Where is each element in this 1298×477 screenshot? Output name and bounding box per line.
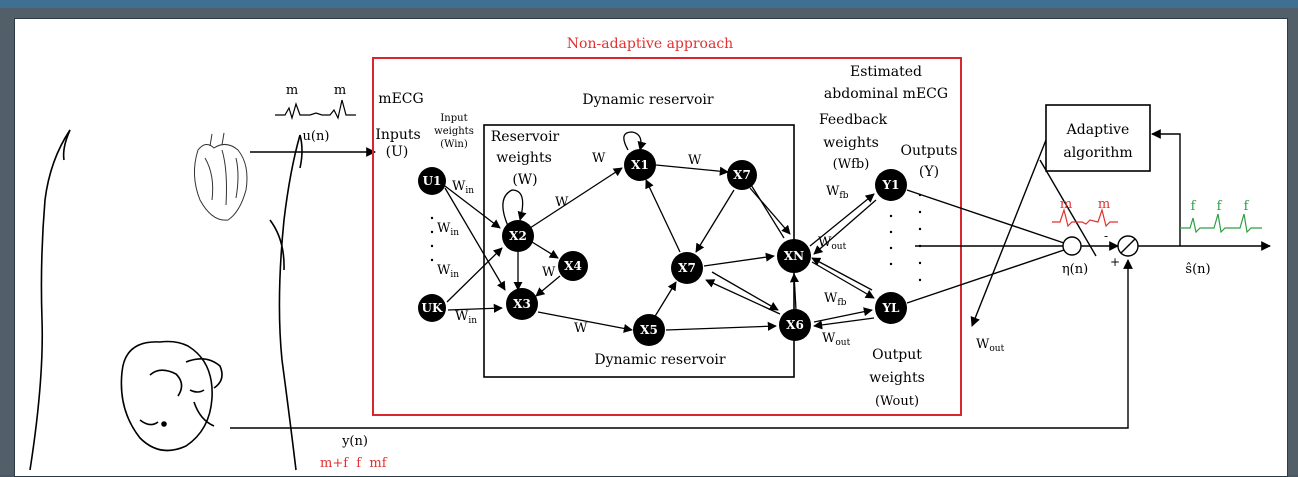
svg-text:X1: X1: [631, 158, 649, 172]
wout-label-2: Wout: [822, 331, 851, 348]
node-x7-mid: X7: [671, 252, 703, 284]
node-xn: XN: [777, 239, 811, 273]
node-y1: Y1: [875, 169, 907, 201]
adaptive-algorithm-box: [1045, 104, 1151, 172]
node-x6: X6: [779, 309, 811, 341]
outputs-label-1: Outputs: [901, 143, 958, 159]
svg-text:X7: X7: [733, 168, 751, 182]
body-silhouette: [29, 129, 303, 471]
wout-label-1: Wout: [818, 235, 847, 252]
node-x4: X4: [558, 251, 588, 281]
node-uk: UK: [418, 294, 446, 322]
reservoir-weights-label-1: Reservoir: [491, 129, 560, 145]
dynamic-reservoir-title-bottom: Dynamic reservoir: [594, 352, 725, 368]
output-weights-label-2: weights: [869, 370, 925, 386]
adaptive-label-2: algorithm: [1063, 145, 1132, 161]
input-weights-label-1: Input: [440, 113, 467, 124]
input-weights-label-2: weights: [434, 126, 474, 137]
feedback-label-1: Feedback: [819, 112, 888, 128]
svg-text:XN: XN: [784, 249, 804, 263]
s-signal: f f f ŝ(n): [1180, 199, 1262, 277]
eta-peak-1: m: [1060, 197, 1072, 212]
node-yl: YL: [875, 292, 907, 324]
node-x5: X5: [633, 314, 665, 346]
network-nodes: U1 UK X2 X3 X4 X1 X7 X7 X5 XN X6 Y1 YL: [418, 149, 907, 346]
win-label-3: Win: [437, 263, 459, 280]
svg-text:YL: YL: [881, 301, 900, 315]
eta-peak-2: m: [1098, 197, 1110, 212]
heart-icon: [194, 132, 248, 221]
minus-sign: -: [1104, 229, 1108, 243]
subtractor-node: [1117, 235, 1139, 257]
svg-text:Y1: Y1: [882, 178, 900, 192]
summer-node: [1062, 236, 1082, 256]
reservoir-weights-label-3: (W): [512, 172, 537, 188]
node-x7-top: X7: [727, 160, 757, 190]
ellipsis-dots: [430, 193, 922, 282]
adaptive-label-1: Adaptive: [1066, 122, 1130, 138]
non-adaptive-box: [372, 57, 962, 416]
s-peak-2: f: [1217, 199, 1223, 214]
estimated-label-1: Estimated: [850, 64, 922, 80]
w-label-4: W: [542, 265, 556, 280]
inputs-label-1: Inputs: [375, 127, 420, 143]
svg-text:X4: X4: [564, 259, 582, 273]
svg-text:X5: X5: [640, 323, 658, 337]
dynamic-reservoir-title-top: Dynamic reservoir: [582, 92, 713, 108]
node-x3: X3: [506, 288, 538, 320]
node-u1: U1: [418, 167, 446, 195]
s-label: ŝ(n): [1185, 262, 1210, 277]
w-label-5: W: [574, 321, 588, 336]
mecg-label: mECG: [378, 91, 423, 107]
fetus-icon: [120, 340, 223, 452]
input-weights-label-3: (Win): [440, 139, 468, 150]
win-label-1: Win: [452, 179, 474, 196]
svg-text:UK: UK: [422, 301, 443, 315]
mecg-signal: m m u(n): [275, 83, 356, 144]
output-lines: [230, 129, 1271, 429]
mecg-peak-1: m: [286, 83, 298, 98]
reservoir-weights-label-2: weights: [496, 150, 552, 166]
node-x2: X2: [502, 220, 534, 252]
svg-text:X7: X7: [678, 261, 696, 275]
network-edges: [444, 131, 877, 333]
inputs-label-2: (U): [386, 144, 409, 160]
wout-label-3: Wout: [976, 337, 1005, 354]
w-label-1: W: [592, 151, 606, 166]
y-n-label: y(n): [341, 434, 368, 449]
win-label-2: Win: [437, 221, 459, 238]
y-signal-label: m+f f mf: [320, 456, 388, 471]
wfb-label-1: Wfb: [826, 184, 849, 201]
svg-text:X6: X6: [786, 318, 804, 332]
outputs-label-2: (Y): [919, 164, 939, 180]
feedback-label-3: (Wfb): [833, 157, 870, 172]
svg-text:U1: U1: [423, 174, 442, 188]
output-weights-label-3: (Wout): [875, 394, 919, 409]
mecg-peak-2: m: [334, 83, 346, 98]
win-label-4: Win: [455, 309, 477, 326]
plus-sign: +: [1110, 255, 1120, 269]
node-x1: X1: [624, 149, 656, 181]
svg-text:X3: X3: [513, 297, 531, 311]
non-adaptive-title: Non-adaptive approach: [567, 36, 733, 52]
eta-signal: m m η(n): [1052, 197, 1118, 277]
s-peak-1: f: [1191, 199, 1197, 214]
w-label-3: W: [688, 153, 702, 168]
estimated-label-2: abdominal mECG: [824, 86, 948, 102]
eta-label: η(n): [1062, 262, 1088, 277]
u-n-label: u(n): [303, 129, 330, 144]
svg-text:X2: X2: [509, 229, 527, 243]
feedback-label-2: weights: [823, 135, 879, 151]
wfb-label-2: Wfb: [824, 291, 847, 308]
output-weights-label-1: Output: [872, 347, 922, 363]
s-peak-3: f: [1244, 199, 1250, 214]
w-label-2: W: [555, 195, 569, 210]
edge-labels: Win Win Win Win W W W W W Wfb Wout Wfb W…: [437, 151, 1005, 354]
